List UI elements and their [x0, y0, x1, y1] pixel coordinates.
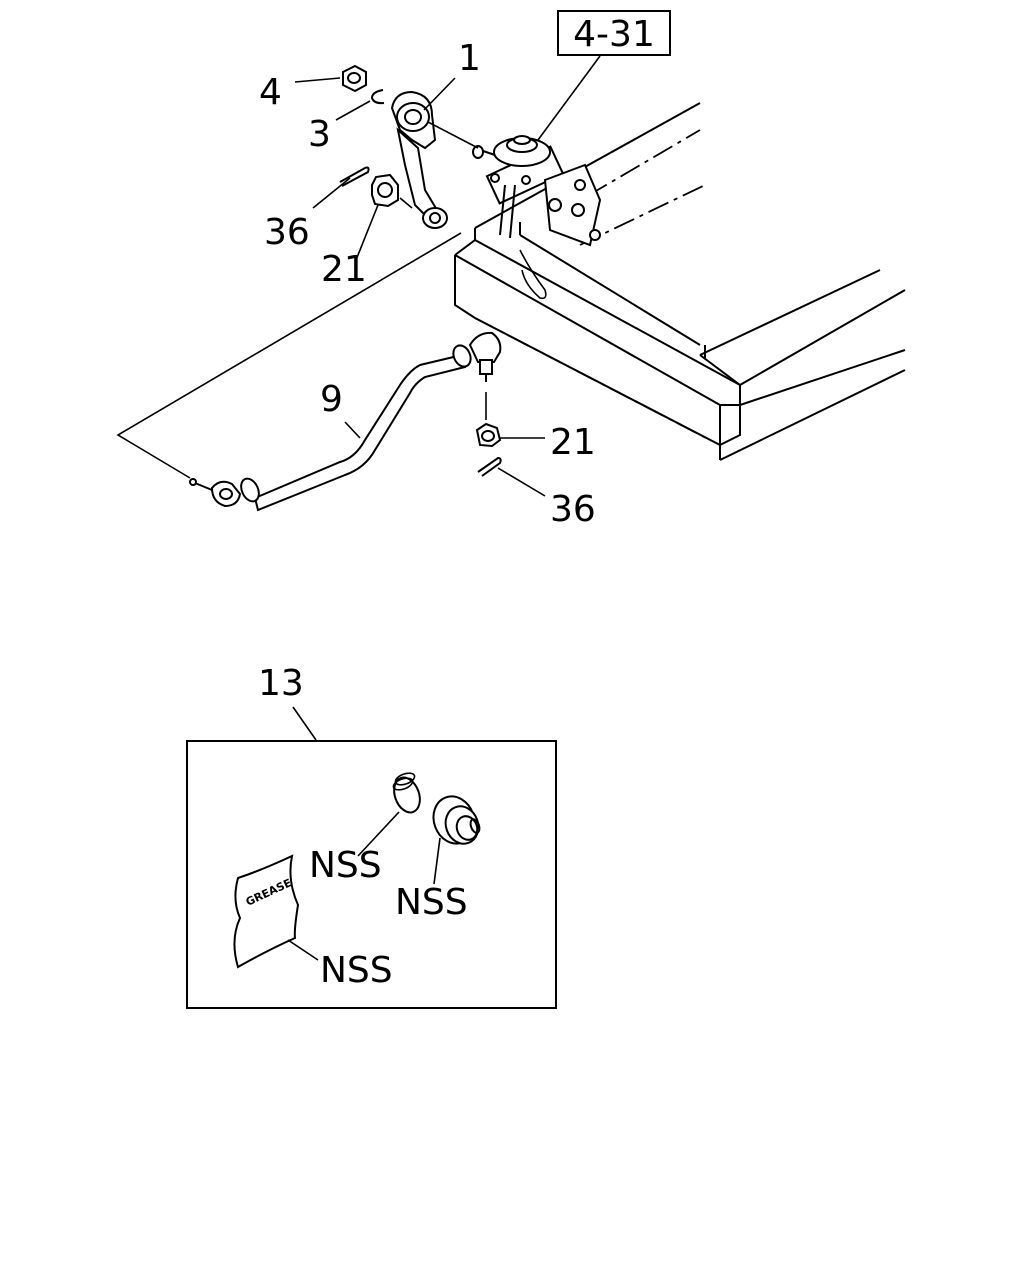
pitman-arm [390, 90, 479, 229]
label-part-13: 13 [258, 663, 304, 704]
label-part-21-upper: 21 [321, 249, 367, 290]
label-part-4: 4 [259, 72, 282, 113]
seal-bushing [432, 795, 481, 885]
steering-gear-box [472, 135, 602, 247]
label-part-9: 9 [320, 379, 343, 420]
label-nss-2: NSS [395, 882, 468, 923]
label-nss-3: NSS [320, 950, 393, 991]
guide-line-pitman-to-draglink [116, 232, 462, 479]
spring-ring [357, 772, 421, 857]
repair-kit-part-13: 13 GREASE NSS NSS NSS [186, 663, 557, 1009]
label-part-3: 3 [308, 114, 331, 155]
cotter-pin-part-36-upper [312, 166, 370, 209]
reference-box: 4-31 [537, 10, 671, 141]
label-nss-1: NSS [309, 845, 382, 886]
nut-part-4 [294, 64, 367, 93]
label-part-1: 1 [458, 38, 481, 79]
label-part-36-upper: 36 [264, 212, 310, 253]
ref-box-label: 4-31 [573, 14, 655, 55]
label-part-36-lower: 36 [550, 489, 596, 530]
leader-part-1 [423, 77, 456, 111]
grease-packet: GREASE [233, 854, 319, 969]
cotter-pin-part-36-lower [477, 456, 546, 497]
washer-part-3 [335, 89, 385, 121]
kit-box [186, 740, 557, 1009]
drag-link-part-9 [189, 331, 502, 512]
castle-nut-part-21-upper [355, 173, 413, 261]
chassis-frame [454, 102, 906, 461]
castle-nut-part-21-lower [475, 422, 545, 448]
label-part-21-lower: 21 [550, 422, 596, 463]
